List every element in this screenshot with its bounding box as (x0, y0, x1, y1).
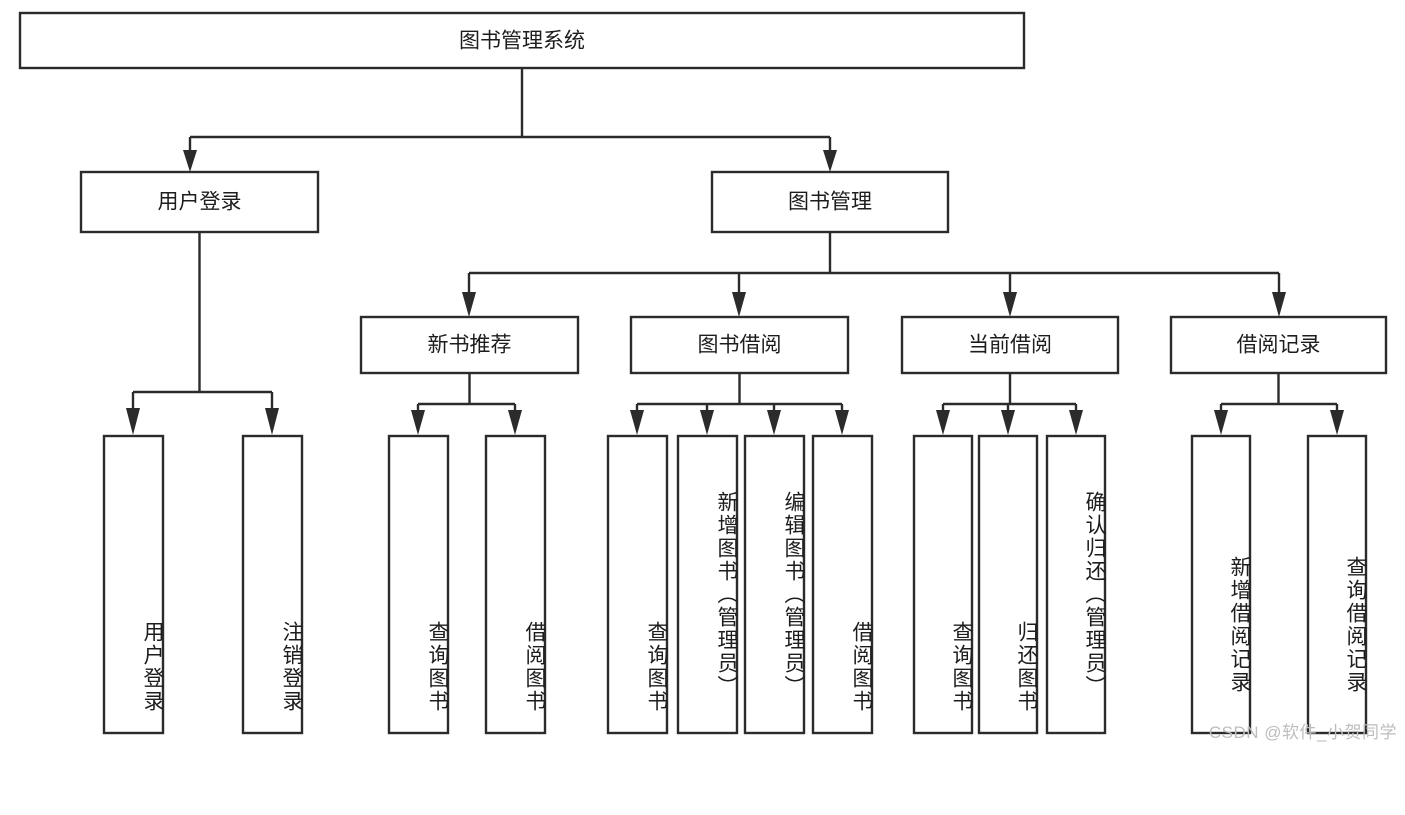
node-box-book-management[interactable] (710, 170, 950, 234)
node-box-current-borrow[interactable] (900, 315, 1120, 375)
leaf-box-query-book-current[interactable] (912, 434, 974, 735)
leaf-box-edit-book-admin[interactable] (743, 434, 806, 735)
node-label-book-management: 图书管理 (788, 191, 872, 214)
leaf-box-confirm-return-admin[interactable] (1045, 434, 1107, 735)
node-box-borrow-record[interactable] (1169, 315, 1388, 375)
arrow-head-current-borrow (1003, 292, 1017, 317)
arrow-head-leaf-edit-book (767, 410, 781, 435)
leaf-box-add-borrow-record[interactable] (1190, 434, 1252, 735)
leaf-box-user-login[interactable] (102, 434, 165, 735)
leaf-box-borrow-book-borrow[interactable] (811, 434, 874, 735)
hierarchy-diagram-svg: 图书管理系统 用户登录 图书管理 新书推荐 (18, 11, 1388, 735)
arrow-head-leaf-add-book (700, 410, 714, 435)
arrow-head-leaf-query-book-2 (630, 410, 644, 435)
diagram-canvas-container: 图书管理系统 用户登录 图书管理 新书推荐 (18, 11, 1397, 742)
arrow-head-leaf-confirm-return (1069, 410, 1083, 435)
node-label-new-book-recommend: 新书推荐 (428, 334, 512, 357)
leaf-box-return-book[interactable] (977, 434, 1039, 735)
arrow-head-book-borrow (732, 292, 746, 317)
arrow-head-new-book-recommend (462, 292, 476, 317)
node-label-book-borrow: 图书借阅 (698, 334, 782, 357)
node-box-new-book-recommend[interactable] (359, 315, 580, 375)
node-box-book-borrow[interactable] (629, 315, 850, 375)
node-label-borrow-record: 借阅记录 (1237, 334, 1321, 357)
arrow-head-to-book-management (823, 150, 837, 172)
arrow-head-leaf-borrow-book-1 (508, 410, 522, 435)
node-label-current-borrow: 当前借阅 (968, 334, 1052, 357)
arrow-head-leaf-logout-login (265, 408, 279, 435)
node-box-root[interactable] (18, 11, 1026, 70)
csdn-watermark: CSDN @软件_小贺同学 (1208, 723, 1397, 742)
arrow-head-leaf-query-borrow-record (1330, 410, 1344, 435)
leaf-box-query-borrow-record[interactable] (1306, 434, 1368, 735)
arrow-head-leaf-query-book-3 (936, 410, 950, 435)
leaf-box-add-book-admin[interactable] (676, 434, 739, 735)
node-label-user-login: 用户登录 (158, 191, 242, 214)
arrow-head-leaf-borrow-book-2 (835, 410, 849, 435)
arrow-head-leaf-query-book-1 (411, 410, 425, 435)
arrow-head-leaf-return-book (1001, 410, 1015, 435)
leaf-box-borrow-book-recommend[interactable] (484, 434, 547, 735)
leaf-box-query-book-recommend[interactable] (387, 434, 450, 735)
arrow-head-borrow-record (1272, 292, 1286, 317)
arrow-head-leaf-user-login (126, 408, 140, 435)
node-label-root: 图书管理系统 (459, 30, 585, 53)
leaf-box-query-book-borrow[interactable] (606, 434, 669, 735)
arrow-head-leaf-add-borrow-record (1214, 410, 1228, 435)
arrow-head-to-user-login (183, 150, 197, 172)
leaf-box-logout-login[interactable] (241, 434, 304, 735)
